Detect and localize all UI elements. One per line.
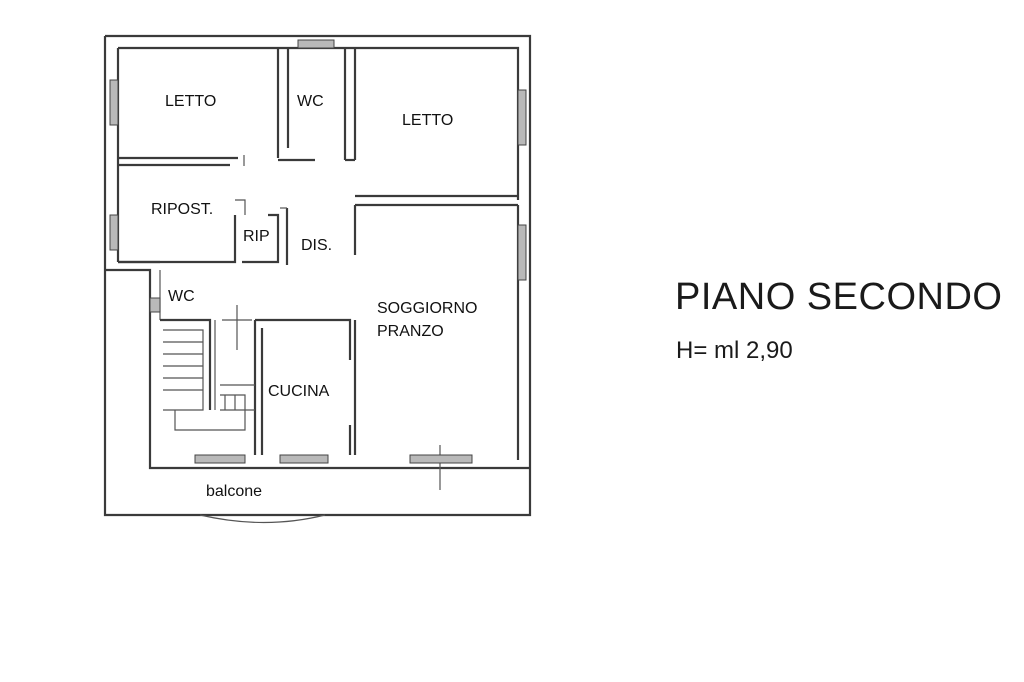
floor-height: H= ml 2,90 bbox=[676, 337, 793, 364]
label-dis: DIS. bbox=[301, 237, 332, 254]
label-rip: RIP bbox=[243, 228, 270, 245]
label-balcone: balcone bbox=[206, 483, 262, 500]
label-letto-right: LETTO bbox=[402, 112, 453, 129]
windows bbox=[109, 39, 527, 464]
label-pranzo: PRANZO bbox=[377, 323, 444, 340]
label-wc-left: WC bbox=[168, 288, 195, 305]
outer-walls bbox=[103, 34, 532, 524]
label-soggiorno: SOGGIORNO bbox=[377, 300, 477, 317]
label-wc-top: WC bbox=[297, 93, 324, 110]
floor-title: PIANO SECONDO bbox=[675, 276, 1003, 318]
label-cucina: CUCINA bbox=[268, 383, 330, 400]
label-ripost: RIPOST. bbox=[151, 201, 213, 218]
label-letto-left: LETTO bbox=[165, 93, 216, 110]
interior-walls bbox=[118, 48, 518, 490]
